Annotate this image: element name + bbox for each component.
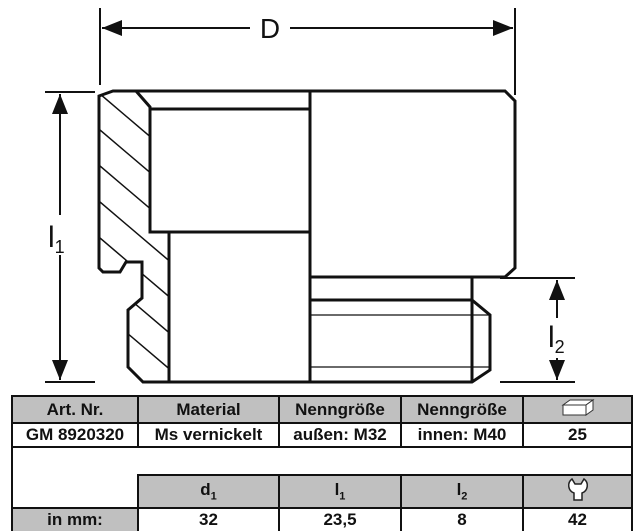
header-nenngroesse-innen: Nenngröße (400, 395, 524, 424)
dim-l1-label: l1 (48, 221, 65, 257)
table-row: in mm: 32 23,5 8 42 (11, 507, 633, 531)
inner-size-value: innen: M40 (400, 422, 524, 448)
spacer-row (11, 446, 633, 475)
l2-value: 8 (400, 507, 524, 531)
header-d1: d1 (137, 474, 280, 509)
empty-cell (11, 475, 138, 509)
wrench-size-value: 42 (522, 507, 633, 531)
table-row: GM 8920320 Ms vernickelt außen: M32 inne… (11, 422, 633, 448)
wrench-size-icon (522, 474, 633, 509)
dimension-lines (45, 8, 575, 383)
header-l1: l1 (278, 474, 402, 509)
table-header-row: Art. Nr. Material Nenngröße Nenngröße (11, 395, 633, 424)
package-unit-icon (522, 395, 633, 424)
header-art-nr: Art. Nr. (11, 395, 139, 424)
outer-size-value: außen: M32 (278, 422, 402, 448)
art-nr-value: GM 8920320 (11, 422, 139, 448)
dim-D-label: D (260, 13, 280, 44)
part-outline (97, 89, 517, 384)
spec-table: Art. Nr. Material Nenngröße Nenngröße GM… (11, 395, 633, 531)
dim-l2-label: l2 (548, 321, 565, 357)
l1-value: 23,5 (278, 507, 402, 531)
unit-label: in mm: (11, 507, 139, 531)
header-material: Material (137, 395, 280, 424)
header-l2: l2 (400, 474, 524, 509)
material-value: Ms vernickelt (137, 422, 280, 448)
d1-value: 32 (137, 507, 280, 531)
header-nenngroesse-aussen: Nenngröße (278, 395, 402, 424)
technical-drawing: D l1 l2 (45, 8, 575, 384)
package-unit-value: 25 (522, 422, 633, 448)
dimension-header-row: d1 l1 l2 (11, 474, 633, 509)
